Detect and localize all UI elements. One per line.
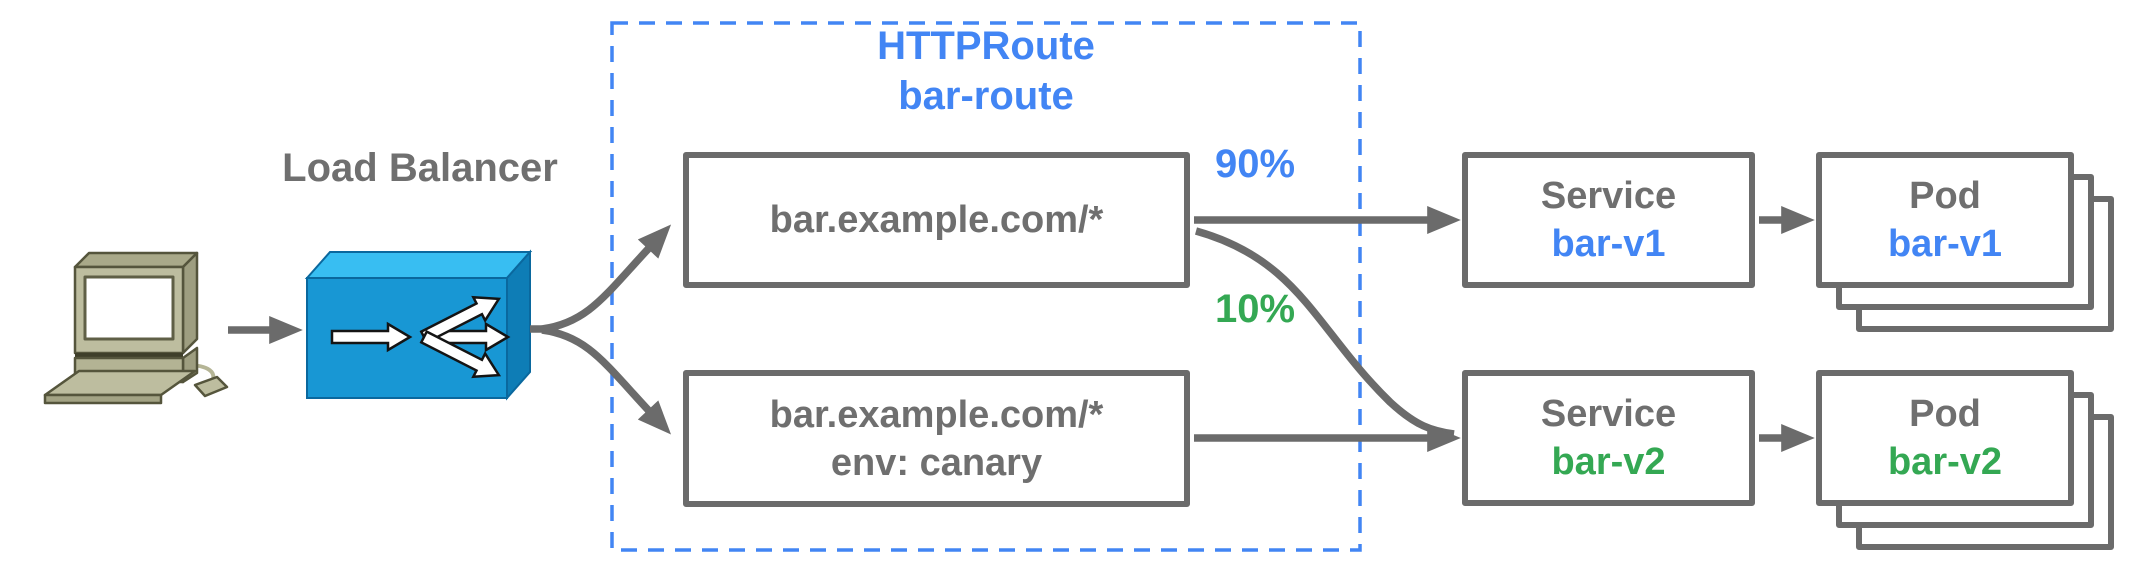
service-kind-label: Service [1540, 393, 1677, 435]
rule1-to-service-v2-curve [1194, 227, 1455, 438]
httproute-name-label: bar-route [898, 74, 1074, 118]
service-name-label: bar-v1 [1551, 223, 1666, 265]
pod-name-label: bar-v1 [1887, 223, 2003, 265]
pod-stack-bar-v2: Pod bar-v2 [1816, 370, 2114, 550]
load-balancer-label: Load Balancer [282, 146, 558, 190]
load-balancer-icon [304, 249, 533, 401]
route-rule1-match-label: bar.example.com/* [769, 199, 1104, 241]
httproute-boundary [610, 21, 1362, 552]
computer-icon [43, 251, 229, 405]
service-bar-v1-box: Service bar-v1 [1462, 152, 1755, 288]
monitor-screen [83, 275, 175, 341]
httproute-title: HTTPRoute bar-route [612, 21, 1360, 121]
weight-10-label: 10% [1214, 287, 1296, 331]
pod-stack-bar-v1: Pod bar-v1 [1816, 152, 2114, 332]
keyboard [43, 369, 197, 397]
mouse [193, 375, 229, 398]
pod-kind-label: Pod [1909, 175, 1981, 217]
weight-90-label: 90% [1214, 142, 1296, 186]
pod-name-label: bar-v2 [1887, 441, 2003, 483]
pod-bar-v2-box: Pod bar-v2 [1816, 370, 2074, 506]
pod-kind-label: Pod [1909, 393, 1981, 435]
fan-out-arrows [330, 295, 511, 379]
route-rule1-box: bar.example.com/* [683, 152, 1190, 288]
lb-to-rule2-arrow [541, 326, 672, 435]
service-name-label: bar-v2 [1551, 441, 1666, 483]
route-rule2-box: bar.example.com/* env: canary [683, 370, 1190, 507]
route-rule2-match-label: bar.example.com/* [769, 393, 1104, 436]
route-rule2-header-label: env: canary [830, 441, 1043, 484]
httproute-kind-label: HTTPRoute [877, 24, 1095, 68]
service-kind-label: Service [1540, 175, 1677, 217]
pod-bar-v1-box: Pod bar-v1 [1816, 152, 2074, 288]
lb-to-rule1-arrow [541, 224, 672, 333]
service-bar-v2-box: Service bar-v2 [1462, 370, 1755, 506]
